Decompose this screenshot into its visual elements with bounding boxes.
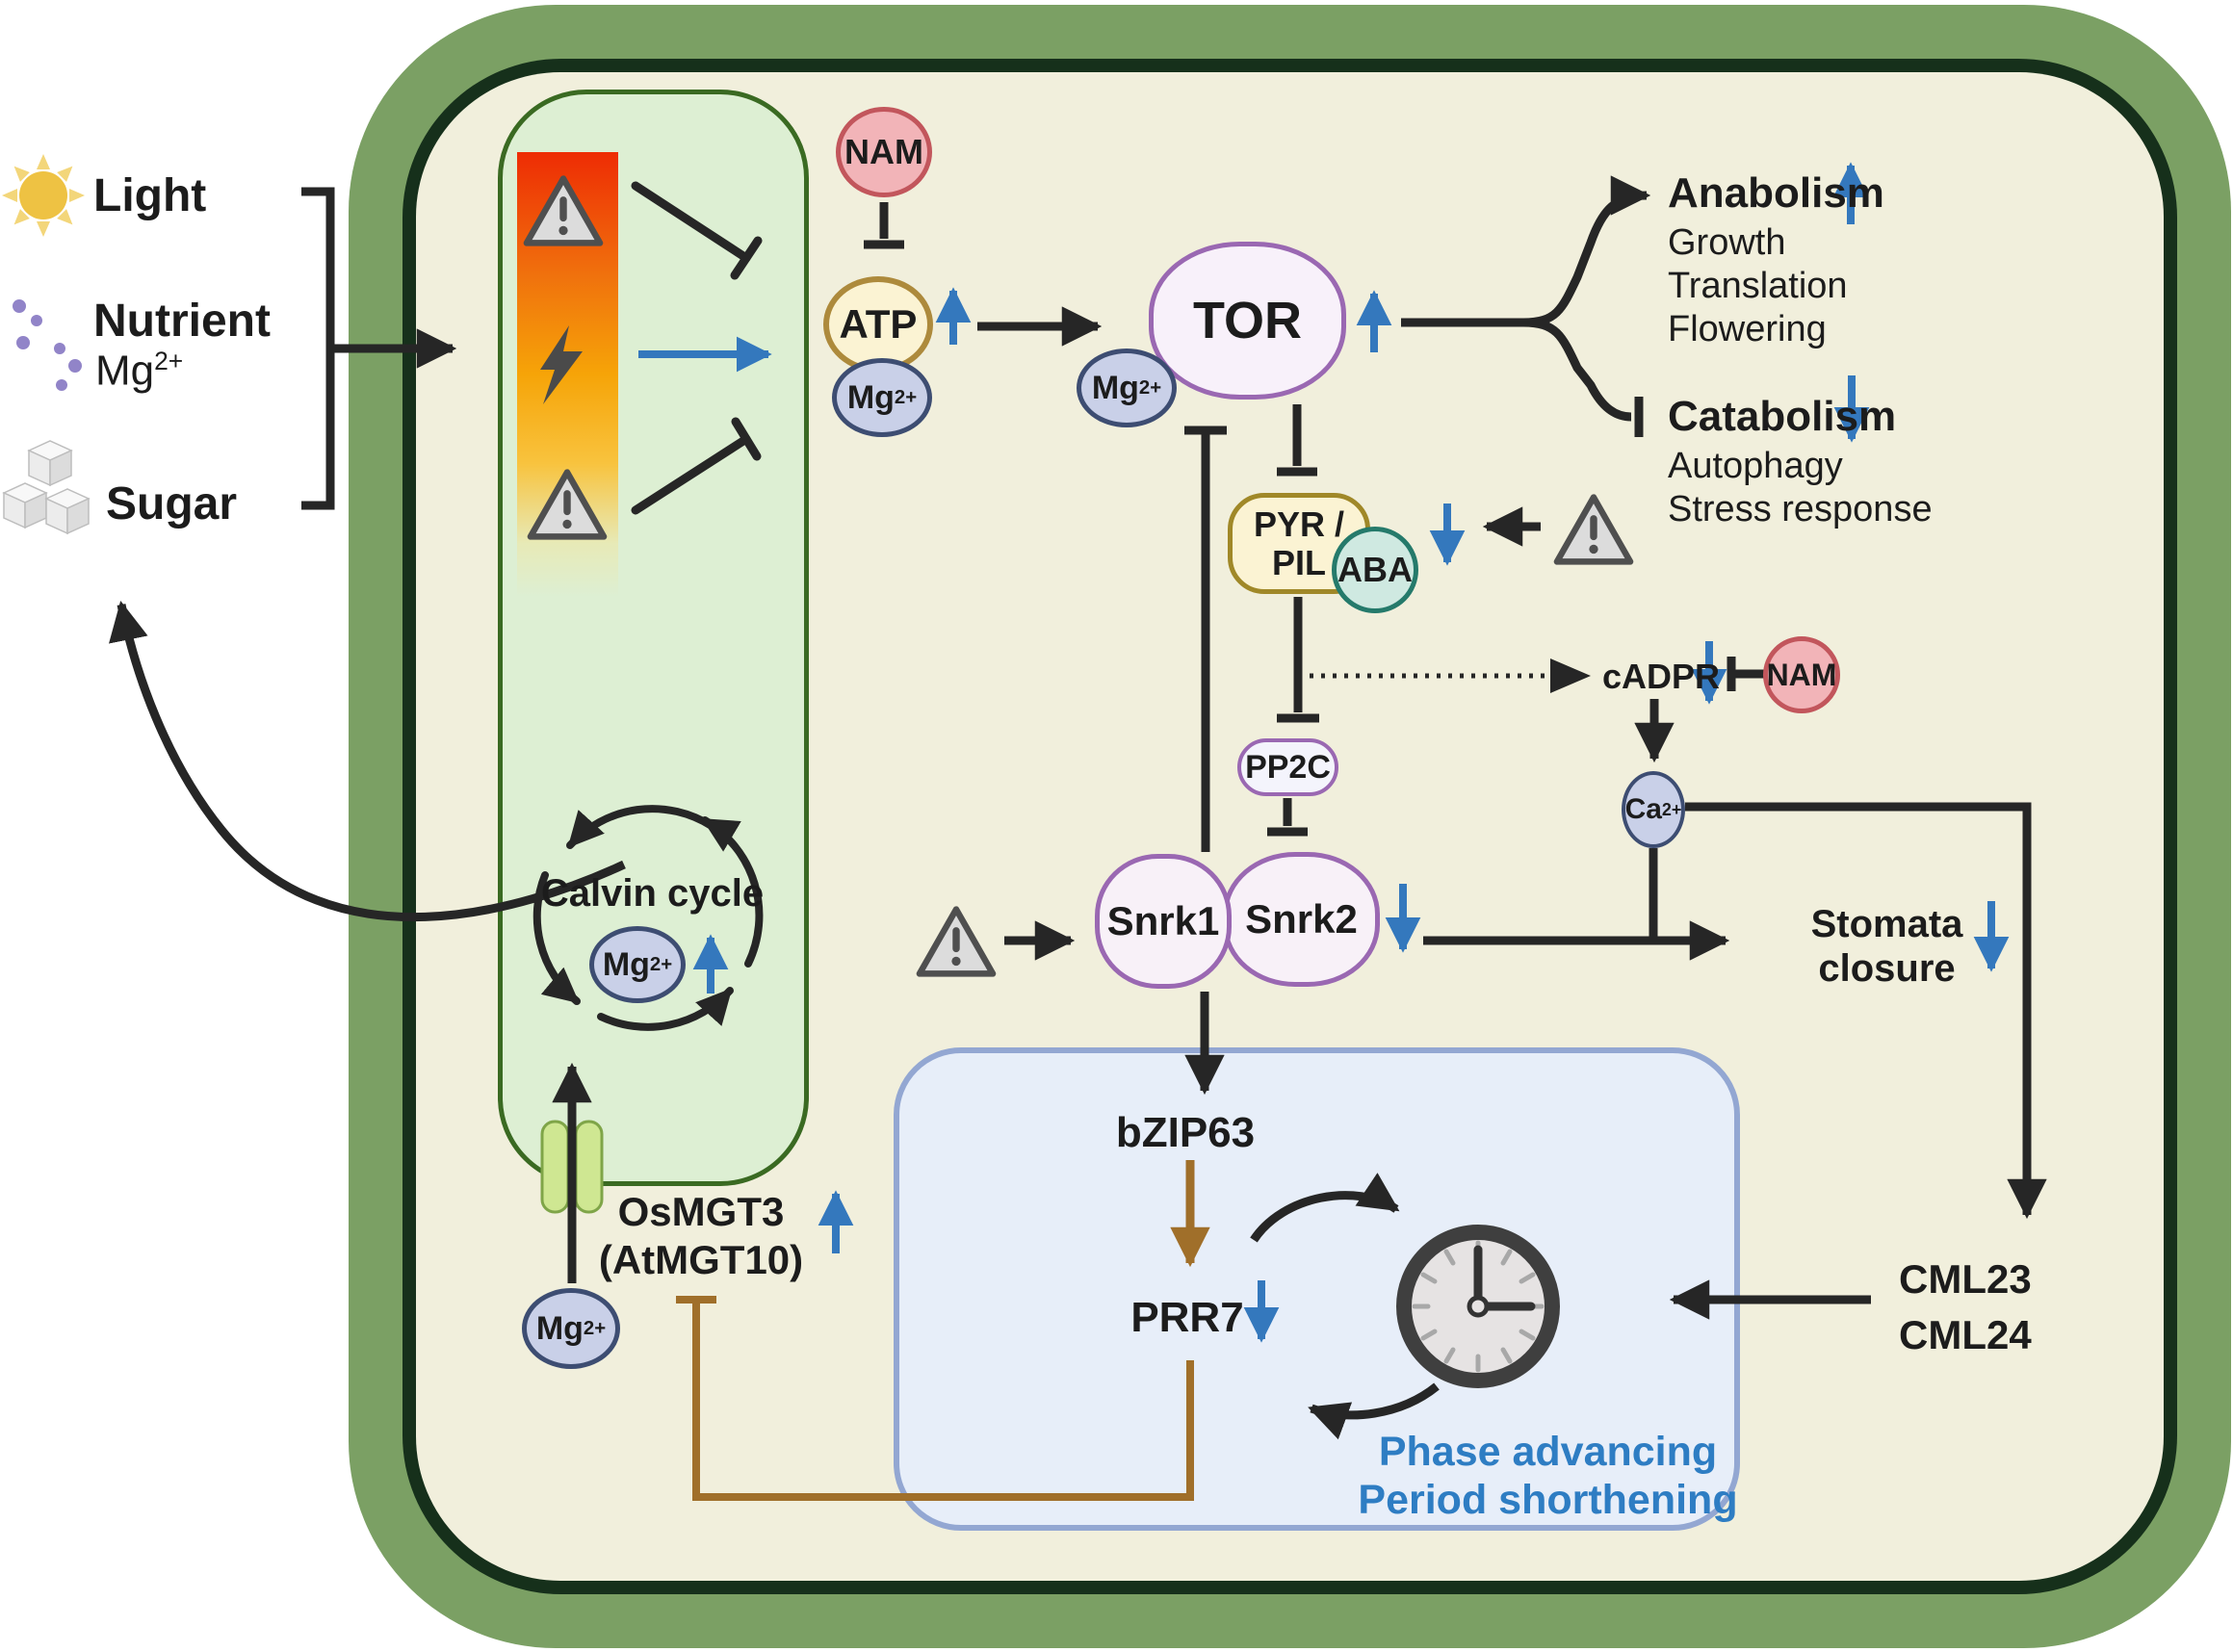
bzip63-label: bZIP63: [1115, 1109, 1256, 1156]
nam-inhibits-cadpr: [1727, 657, 1764, 691]
input-bracket: [301, 187, 457, 510]
sugar-cubes-icon: [2, 440, 91, 535]
calvin-cycle-label: Calvin cycle: [540, 872, 765, 915]
mg-transporter-channel-icon: [540, 1120, 604, 1214]
snrk1-node: Snrk1: [1095, 854, 1232, 989]
warning-icon: [527, 469, 608, 540]
prr7-label: PRR7: [1130, 1294, 1244, 1341]
clock-icon: [1396, 1225, 1560, 1388]
prr7-feedback-inhibits-osmgt3: [676, 1296, 1194, 1501]
catabolism-title: Catabolism: [1668, 393, 1897, 440]
nam-right-node: NAM: [1763, 636, 1840, 713]
anabolism-item: Flowering: [1668, 309, 1827, 349]
nam-top-node: NAM: [836, 107, 932, 197]
stress-inhibition-top: [631, 181, 763, 280]
warning-icon: [523, 175, 604, 246]
catabolism-item: Stress response: [1668, 489, 1933, 529]
snrk1-inhibits-tor: [1184, 426, 1227, 852]
anabolism-items: Growth Translation Flowering: [1668, 221, 1848, 351]
atp-node: ATP: [823, 276, 933, 373]
aba-node: ABA: [1332, 527, 1418, 613]
lightning-icon: [540, 325, 583, 404]
pp2c-node: PP2C: [1237, 738, 1338, 796]
nutrient-label: Nutrient: [93, 296, 271, 347]
catabolism-items: Autophagy Stress response: [1668, 445, 1933, 531]
warning-icon: [1553, 494, 1634, 565]
anabolism-item: Growth: [1668, 222, 1786, 263]
calvin-cycle-arrows: [532, 805, 764, 1031]
anabolism-title: Anabolism: [1668, 169, 1884, 217]
clock-cycle-arrow-bottom: [1308, 1382, 1440, 1440]
nutrient-dots-icon: [13, 299, 82, 391]
circadian-clock-box: [894, 1047, 1740, 1531]
level-indicator-arrows: [692, 162, 2010, 1343]
anabolism-item: Translation: [1668, 266, 1848, 306]
tor-inhibits-pyrpil: [1277, 404, 1317, 477]
nam-inhibits-atp: [864, 202, 904, 249]
tor-output-branch: [1401, 175, 1651, 437]
nutrient-ion-label: Mg2+: [95, 347, 184, 395]
warning-icon: [916, 906, 997, 977]
tor-node: TOR: [1149, 242, 1346, 400]
snrk2-node: Snrk2: [1223, 852, 1380, 987]
clock-cycle-arrow-top: [1250, 1173, 1400, 1243]
pp2c-inhibits-snrk2: [1267, 798, 1308, 837]
calvin-to-sugar-arrow: [109, 600, 626, 922]
light-label: Light: [93, 170, 207, 221]
stress-inhibition-bottom: [631, 417, 762, 515]
pyrpil-dotted-to-cadpr: [1298, 658, 1591, 693]
sugar-label: Sugar: [106, 478, 238, 529]
pyrpil-inhibits-pp2c: [1277, 597, 1319, 723]
ca-to-cml-arrow: [1685, 802, 2047, 1220]
osmgt3-label: OsMGT3(AtMGT10): [598, 1189, 804, 1282]
sun-icon: [2, 154, 85, 237]
cadpr-label: cADPR: [1602, 657, 1721, 696]
catabolism-item: Autophagy: [1668, 446, 1843, 486]
